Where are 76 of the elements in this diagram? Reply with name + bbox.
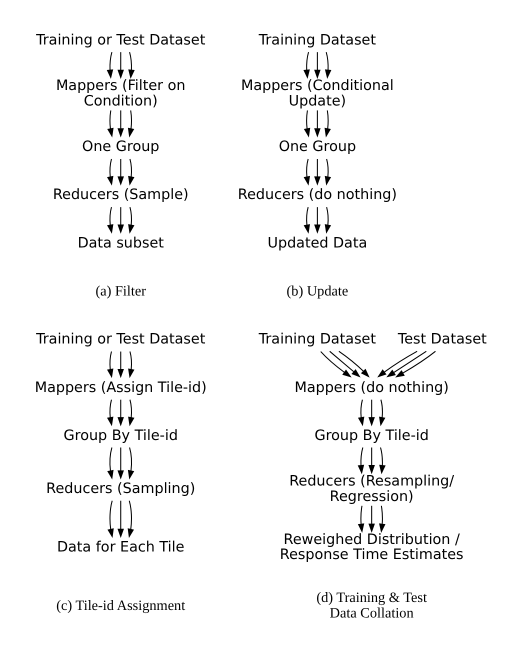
arrow bbox=[324, 158, 332, 186]
arrow bbox=[358, 400, 364, 426]
arrow bbox=[324, 110, 331, 138]
arrow bbox=[118, 352, 124, 378]
node-text: Test Dataset bbox=[398, 332, 487, 348]
label: (b) Update bbox=[286, 283, 348, 300]
node-text: Mappers (Assign Tile-id) bbox=[34, 380, 207, 396]
node-text: Mappers (Filter on Condition) bbox=[56, 78, 186, 110]
arrow bbox=[314, 110, 321, 138]
arrow bbox=[106, 52, 114, 79]
arrow bbox=[338, 350, 370, 378]
arrow bbox=[118, 207, 124, 234]
node-text: Updated Data bbox=[268, 235, 368, 252]
node-text: Data subset bbox=[78, 235, 164, 252]
arrow bbox=[314, 207, 321, 234]
arrow bbox=[329, 350, 361, 378]
arrow bbox=[368, 448, 375, 474]
node-text: Group By Tile-id bbox=[314, 428, 429, 444]
arrow bbox=[107, 500, 114, 538]
arrow bbox=[358, 506, 364, 533]
node-text: One Group bbox=[82, 139, 160, 156]
arrow bbox=[107, 158, 114, 186]
arrow bbox=[118, 448, 124, 480]
arrow bbox=[386, 350, 427, 378]
arrow bbox=[107, 400, 114, 426]
node-text: Data for Each Tile bbox=[56, 540, 184, 556]
node-text: Reducers (Sample) bbox=[52, 187, 189, 204]
node-text: Reducers (Sampling) bbox=[46, 481, 196, 498]
arrow bbox=[107, 110, 114, 138]
arrow bbox=[107, 351, 114, 378]
node-text: Training Dataset bbox=[258, 332, 376, 348]
arrow bbox=[395, 350, 436, 378]
arrow bbox=[358, 447, 364, 474]
arrow bbox=[324, 207, 332, 234]
node-text: Group By Tile-id bbox=[64, 428, 178, 444]
label: (a) Filter bbox=[95, 283, 146, 300]
arrow bbox=[324, 52, 332, 79]
arrow bbox=[118, 110, 124, 138]
arrow bbox=[128, 158, 134, 186]
node-text: Reducers (Resampling/ Regression) bbox=[289, 473, 454, 505]
arrow bbox=[107, 207, 114, 234]
arrow bbox=[379, 447, 386, 474]
arrow bbox=[128, 500, 134, 538]
node-text: Training or Test Dataset bbox=[36, 332, 206, 348]
node-text: Reweighed Distribution / Response Time Estimates bbox=[280, 532, 464, 564]
node-text: One Group bbox=[278, 139, 356, 156]
arrow bbox=[118, 159, 124, 186]
arrow bbox=[303, 52, 310, 79]
arrow bbox=[128, 207, 134, 234]
arrow bbox=[304, 207, 310, 234]
arrow bbox=[314, 159, 321, 186]
arrow bbox=[128, 351, 134, 378]
arrow bbox=[320, 351, 352, 378]
arrow bbox=[118, 52, 124, 79]
arrow bbox=[314, 52, 321, 79]
arrow bbox=[118, 400, 124, 426]
arrow bbox=[304, 158, 310, 186]
arrow bbox=[377, 350, 418, 378]
node-text: Training or Test Dataset bbox=[36, 32, 206, 49]
node-text: Mappers (do nothing) bbox=[294, 380, 449, 396]
node-text: Reducers (do nothing) bbox=[238, 187, 397, 204]
arrow bbox=[304, 110, 310, 138]
arrow bbox=[107, 447, 114, 480]
arrow bbox=[128, 447, 134, 480]
arrow bbox=[128, 110, 134, 138]
label: (c) Tile-id Assignment bbox=[56, 598, 186, 614]
arrow bbox=[118, 500, 124, 538]
node-text: Training Dataset bbox=[258, 32, 376, 49]
node-text: Mappers (Conditional Update) bbox=[240, 78, 394, 110]
arrow bbox=[128, 400, 134, 426]
arrow bbox=[128, 52, 135, 79]
arrow bbox=[368, 400, 375, 426]
arrow bbox=[379, 506, 386, 533]
arrow bbox=[368, 506, 375, 533]
label: (d) Training & Test Data Collation bbox=[316, 590, 427, 622]
arrow bbox=[379, 400, 386, 426]
